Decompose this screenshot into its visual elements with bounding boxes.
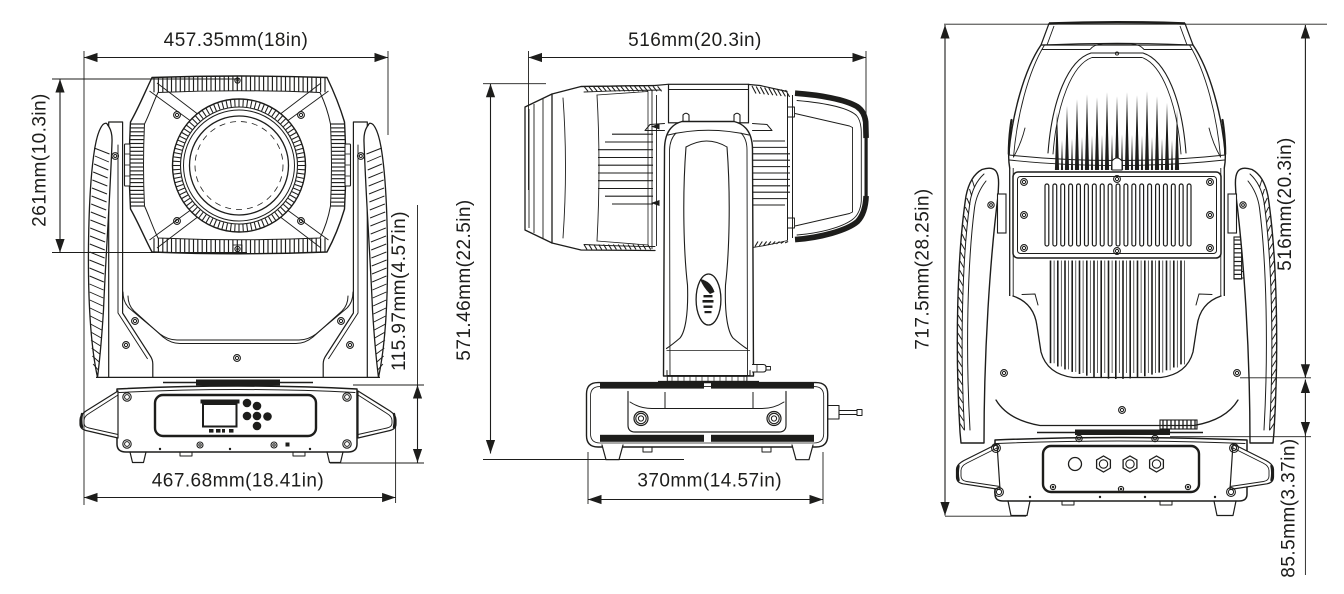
svg-text:115.97mm(4.57in): 115.97mm(4.57in) <box>389 211 410 371</box>
svg-text:370mm(14.57in): 370mm(14.57in) <box>637 471 782 492</box>
svg-text:571.46mm(22.5in): 571.46mm(22.5in) <box>454 199 475 360</box>
svg-text:261mm(10.3in): 261mm(10.3in) <box>30 93 51 227</box>
svg-text:467.68mm(18.41in): 467.68mm(18.41in) <box>152 471 324 492</box>
svg-text:516mm(20.3in): 516mm(20.3in) <box>628 30 762 51</box>
svg-text:717.5mm(28.25in): 717.5mm(28.25in) <box>913 188 934 349</box>
svg-text:457.35mm(18in): 457.35mm(18in) <box>164 30 309 51</box>
svg-text:85.5mm(3.37in): 85.5mm(3.37in) <box>1279 438 1300 577</box>
svg-text:516mm(20.3in): 516mm(20.3in) <box>1275 137 1296 271</box>
